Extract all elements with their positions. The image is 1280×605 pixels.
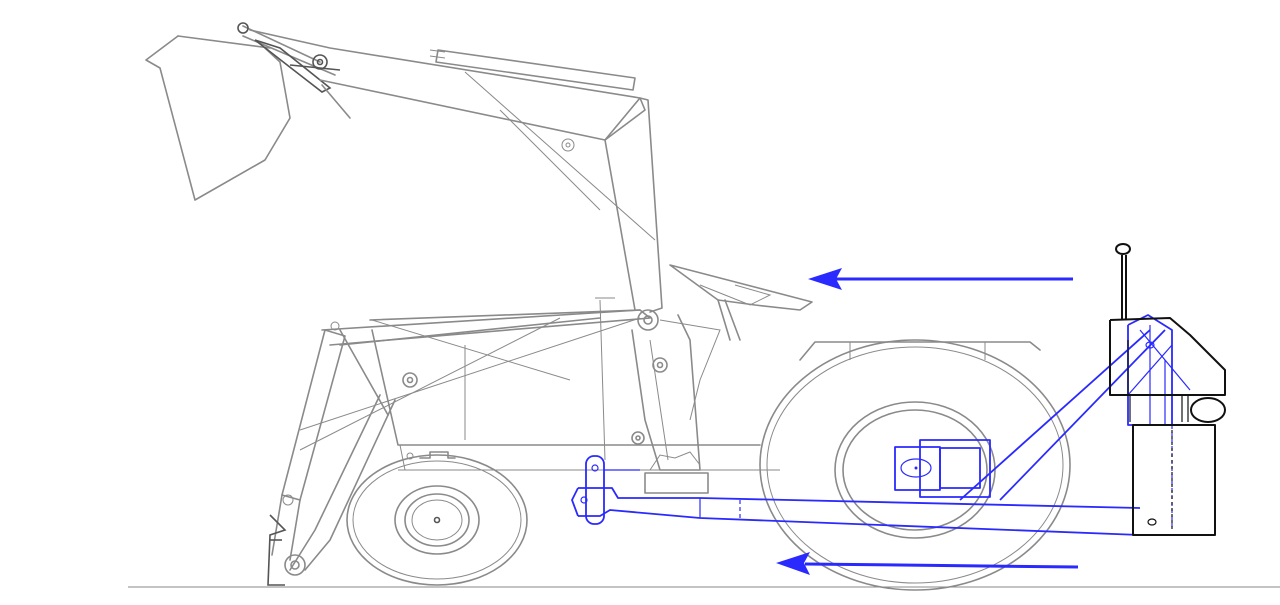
- lower-drawbar: [578, 509, 1141, 536]
- pivot-pin: [637, 309, 659, 331]
- lower-arrow: [776, 552, 1079, 575]
- bucket: [145, 35, 291, 201]
- upper-drawbar: [578, 487, 1141, 509]
- pivot-pin: [237, 22, 249, 34]
- diagonal-brace: [959, 329, 1151, 501]
- diagonal-brace: [999, 329, 1166, 501]
- pivot-pin: [284, 554, 306, 576]
- weight-block: [1132, 424, 1216, 536]
- hitch-pin: [580, 496, 588, 504]
- front-wheel: [346, 454, 528, 586]
- lift-cylinder: [281, 329, 346, 501]
- pivot-pin: [312, 54, 328, 70]
- front-link: [585, 455, 605, 525]
- hitch-frame: [571, 314, 1191, 536]
- hitch-mast: [1127, 314, 1173, 426]
- tilt-cylinder: [435, 49, 636, 91]
- lever-knob: [1115, 243, 1131, 255]
- front-loader: [145, 22, 1071, 591]
- rear-wheel: [759, 339, 1071, 591]
- upper-arrow: [808, 268, 1073, 290]
- ballast-box: [1109, 243, 1226, 536]
- light: [1190, 397, 1226, 423]
- axle-mount: [894, 446, 941, 491]
- steering-wheel: [669, 264, 813, 311]
